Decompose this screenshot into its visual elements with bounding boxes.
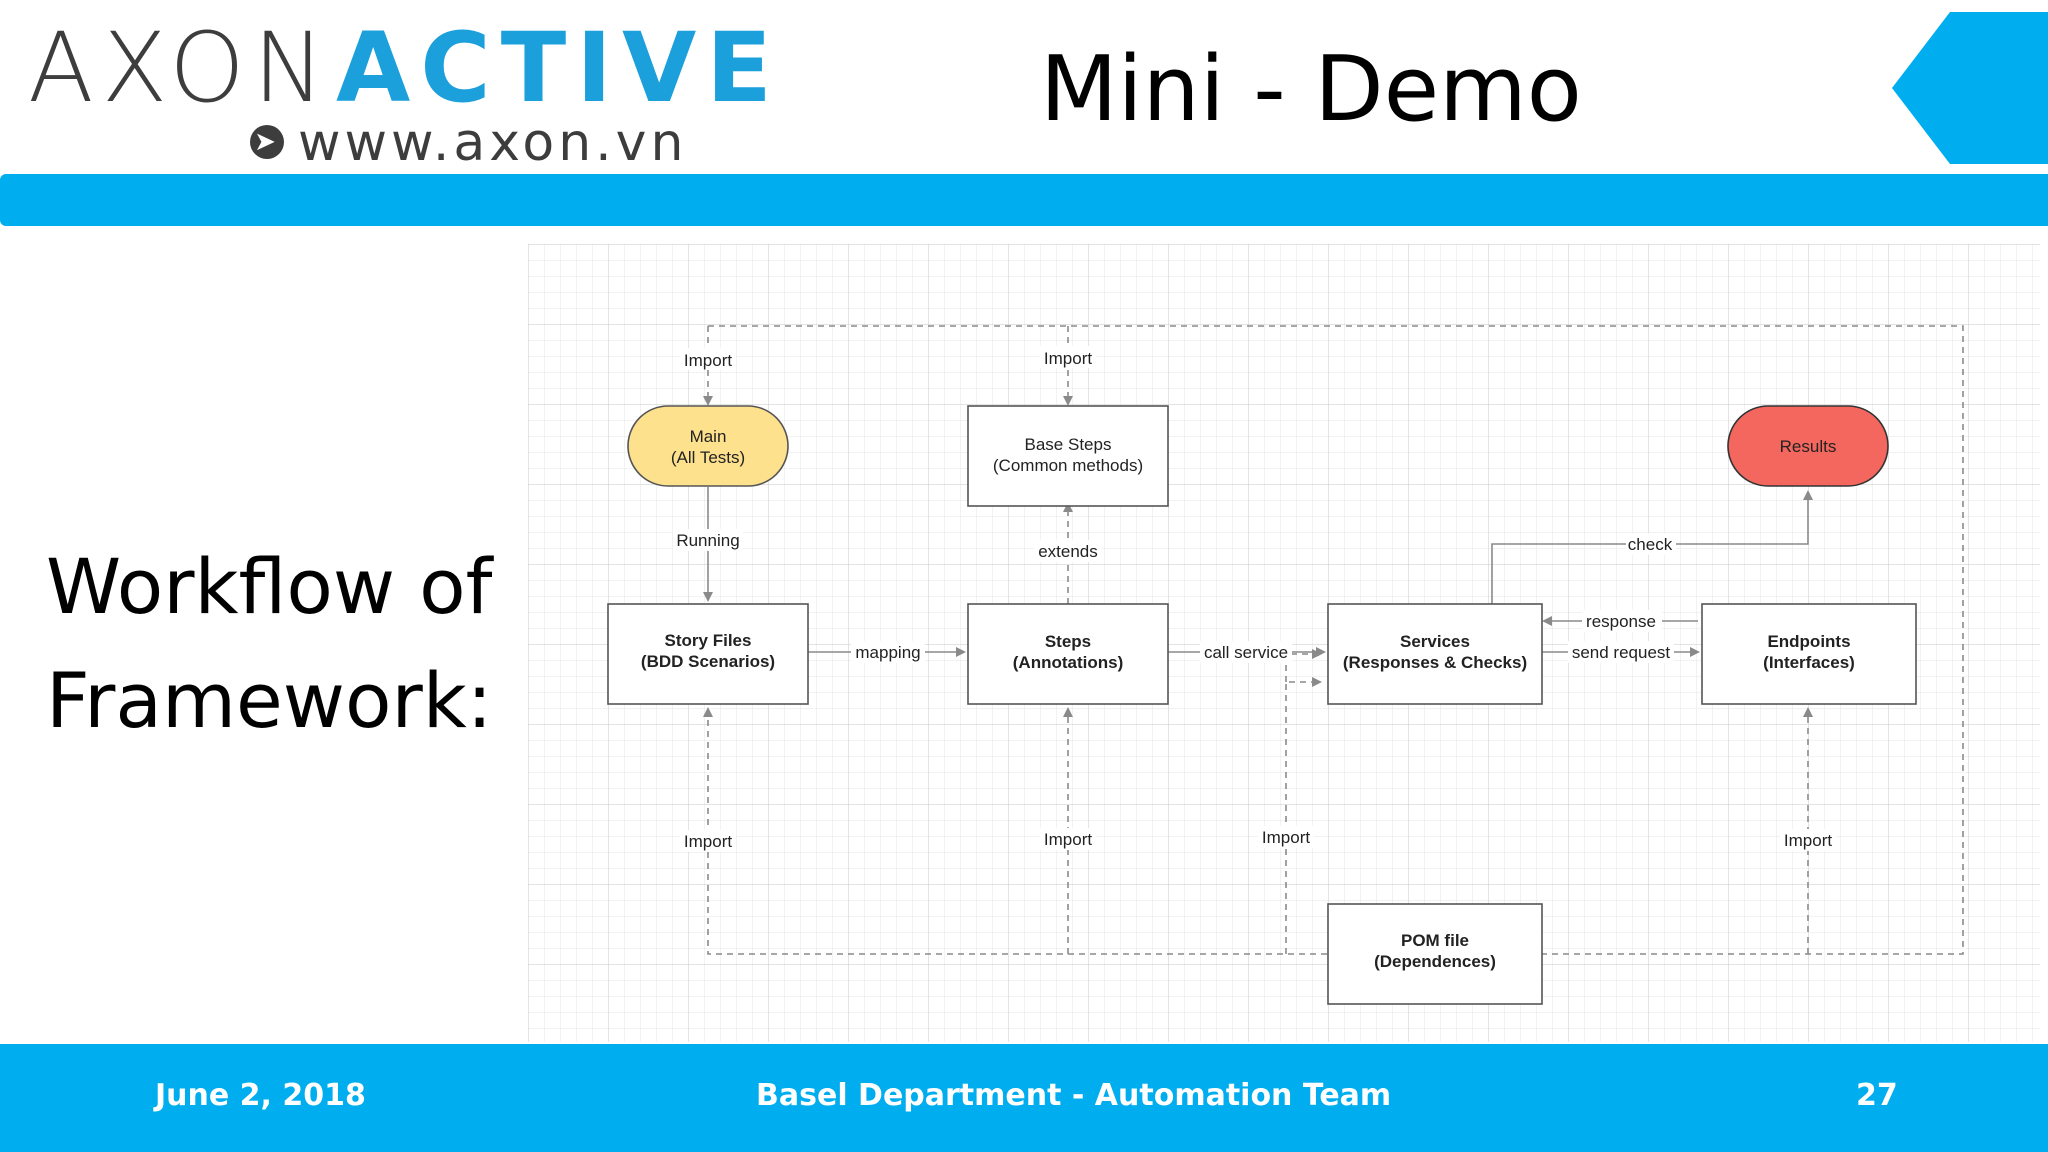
node-services — [1327, 603, 1543, 705]
arrow-circle-icon: ➤ — [250, 125, 284, 159]
node-story-files — [607, 603, 809, 705]
edge-label-mapping: mapping — [855, 643, 920, 662]
node-results — [1727, 405, 1889, 487]
logo-word-active: ACTIVE — [336, 12, 782, 124]
node-endpoints — [1701, 603, 1917, 705]
node-main — [627, 405, 789, 487]
corner-arrow-decoration — [1892, 12, 2048, 164]
logo-url-text: www.axon.vn — [298, 113, 688, 173]
footer-date: June 2, 2018 — [155, 1078, 366, 1113]
edge-import-main — [703, 325, 1964, 955]
node-story-files-label-2: (BDD Scenarios) — [641, 652, 775, 671]
node-base-steps-label-2: (Common methods) — [993, 456, 1143, 475]
slide-title: Mini - Demo — [1040, 37, 1582, 142]
edge-label-extends: extends — [1038, 542, 1098, 561]
node-base-steps-label-1: Base Steps — [1025, 435, 1112, 454]
edge-label-send-request: send request — [1572, 643, 1671, 662]
node-base-steps — [967, 405, 1169, 507]
edge-label-call-service: call service — [1204, 643, 1288, 662]
edge-label-import-services: Import — [1262, 828, 1310, 847]
edge-label-check: check — [1628, 535, 1673, 554]
workflow-diagram: Main (All Tests) Base Steps (Common meth… — [528, 244, 2040, 1042]
node-main-label-2: (All Tests) — [671, 448, 745, 467]
node-main-label-1: Main — [690, 427, 727, 446]
workflow-heading-line1: Workflow of — [46, 542, 493, 631]
edge-label-import-story: Import — [684, 832, 732, 851]
company-logo: AXON ACTIVE ➤www.axon.vn — [28, 12, 772, 173]
footer-page-number: 27 — [1856, 1078, 1898, 1113]
header-bar — [0, 174, 2048, 226]
node-steps-label-2: (Annotations) — [1013, 653, 1123, 672]
edge-label-import-steps: Import — [1044, 830, 1092, 849]
logo-word-axon: AXON — [28, 12, 333, 124]
footer-bar: June 2, 2018 Basel Department - Automati… — [0, 1044, 2048, 1152]
node-services-label-2: (Responses & Checks) — [1343, 653, 1527, 672]
node-results-label: Results — [1780, 437, 1837, 456]
edge-label-running: Running — [676, 531, 739, 550]
edge-label-response: response — [1586, 612, 1656, 631]
node-steps — [967, 603, 1169, 705]
workflow-heading: Workflow of Framework: — [46, 530, 506, 758]
node-endpoints-label-2: (Interfaces) — [1763, 653, 1855, 672]
edge-import-services — [1285, 677, 1322, 954]
workflow-heading-line2: Framework: — [46, 656, 493, 745]
node-services-label-1: Services — [1400, 632, 1470, 651]
footer-team: Basel Department - Automation Team — [756, 1078, 1392, 1113]
node-pom-label-1: POM file — [1401, 931, 1469, 950]
edge-label-import-base: Import — [1044, 349, 1092, 368]
logo-url: ➤ www.axon.vn — [250, 113, 687, 173]
node-endpoints-label-1: Endpoints — [1767, 632, 1850, 651]
edge-label-import-endpoints: Import — [1784, 831, 1832, 850]
node-steps-label-1: Steps — [1045, 632, 1091, 651]
node-pom-label-2: (Dependences) — [1374, 952, 1496, 971]
node-story-files-label-1: Story Files — [665, 631, 752, 650]
node-pom — [1327, 903, 1543, 1005]
edge-label-import-main: Import — [684, 351, 732, 370]
